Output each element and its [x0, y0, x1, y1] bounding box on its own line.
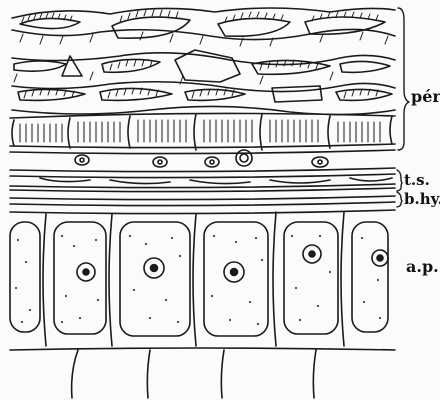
label-bhy: b.hy. [404, 192, 440, 207]
pericarp-layer [12, 8, 395, 115]
label-per: pér [411, 89, 440, 105]
bhy-brace [397, 192, 402, 207]
label-ts: t.s. [404, 173, 430, 188]
ts-brace [397, 170, 402, 191]
striations [20, 120, 380, 142]
striated-row [10, 113, 395, 150]
aleurone-granules [15, 235, 381, 325]
round-cell-row [10, 150, 395, 172]
tube-cell-layer [10, 174, 395, 188]
aleurone-layer [10, 210, 395, 398]
hyaline-layer [10, 188, 395, 206]
per-brace [398, 8, 409, 150]
label-ap: a.p. [406, 259, 439, 275]
